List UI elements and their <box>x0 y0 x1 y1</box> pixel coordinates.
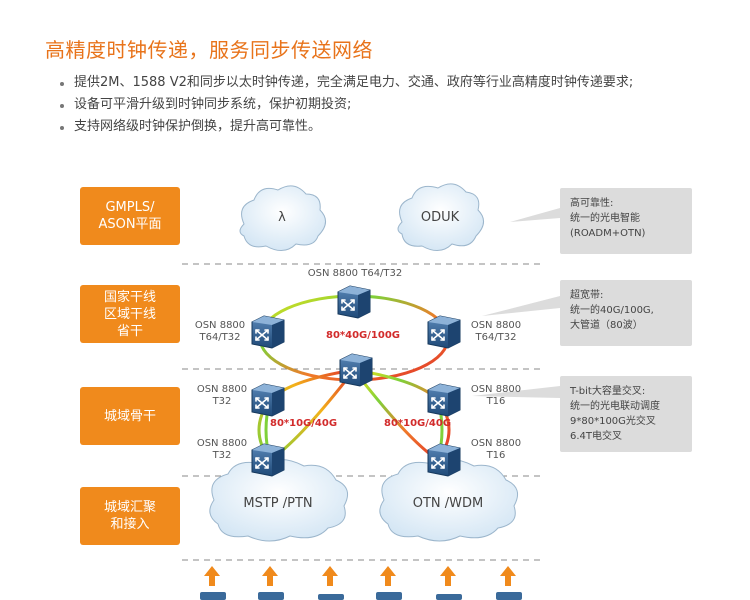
ring-label-backbone: 80*40G/100G <box>326 330 401 341</box>
ring-label-metro-right: 80*10G/40G <box>384 418 452 429</box>
feature-item: 设备可平滑升级到时钟同步系统，保护初期投资; <box>60 94 633 116</box>
metro-ring-right <box>352 368 451 463</box>
lambda-cloud <box>239 185 326 251</box>
feature-item: 支持网络级时钟保护倒换，提升高可靠性。 <box>60 116 633 138</box>
feature-item: 提供2M、1588 V2和同步以太时钟传递，完全满足电力、交通、政府等行业高精度… <box>60 72 633 94</box>
oduk-cloud <box>397 183 484 251</box>
note-bandwidth: 超宽带: 统一的40G/100G, 大管道（80波） <box>560 280 692 346</box>
upload-arrows <box>204 566 516 586</box>
up-arrow-icon <box>440 566 456 586</box>
router-icon <box>427 383 461 417</box>
metro-ring-left <box>257 368 356 463</box>
mstp-ptn-cloud <box>209 459 349 542</box>
node-label-right: OSN 8800 T64/T32 <box>470 320 522 343</box>
note-cross-connect: T-bit大容量交叉: 统一的光电联动调度 9*80*100G光交叉 6.4T电… <box>560 376 692 452</box>
layer-metro-core: 城域骨干 <box>80 387 180 445</box>
otn-wdm-label: OTN /WDM <box>412 496 484 511</box>
node-label-metro-right-upper: OSN 8800 T16 <box>470 384 522 407</box>
up-arrow-icon <box>500 566 516 586</box>
note-connectors <box>472 208 560 398</box>
otn-wdm-cloud <box>379 459 519 542</box>
router-icon <box>251 443 285 477</box>
node-label-metro-left-upper: OSN 8800 T32 <box>196 384 248 407</box>
lambda-label: λ <box>278 210 286 225</box>
feature-list: 提供2M、1588 V2和同步以太时钟传递，完全满足电力、交通、政府等行业高精度… <box>60 72 633 138</box>
access-devices <box>200 592 522 600</box>
node-label-metro-right-lower: OSN 8800 T16 <box>470 438 522 461</box>
layer-national-backbone: 国家干线 区域干线 省干 <box>80 285 180 343</box>
layer-gmpls-ason: GMPLS/ ASON平面 <box>80 187 180 245</box>
up-arrow-icon <box>262 566 278 586</box>
oduk-label: ODUK <box>420 210 460 225</box>
page-title: 高精度时钟传递，服务同步传送网络 <box>45 38 373 62</box>
router-icon <box>339 353 373 387</box>
mstp-ptn-label: MSTP /PTN <box>243 496 313 511</box>
router-icon <box>427 443 461 477</box>
node-label-left: OSN 8800 T64/T32 <box>194 320 246 343</box>
router-icon <box>251 383 285 417</box>
router-icon <box>337 285 371 319</box>
layer-metro-aggregation: 城域汇聚 和接入 <box>80 487 180 545</box>
ring-label-metro-left: 80*10G/40G <box>270 418 338 429</box>
up-arrow-icon <box>322 566 338 586</box>
note-reliability: 高可靠性: 统一的光电智能 (ROADM+OTN) <box>560 188 692 254</box>
node-label-metro-left-lower: OSN 8800 T32 <box>196 438 248 461</box>
router-icon <box>427 315 461 349</box>
up-arrow-icon <box>380 566 396 586</box>
router-icon <box>251 315 285 349</box>
node-label-top: OSN 8800 T64/T32 <box>307 268 403 279</box>
up-arrow-icon <box>204 566 220 586</box>
